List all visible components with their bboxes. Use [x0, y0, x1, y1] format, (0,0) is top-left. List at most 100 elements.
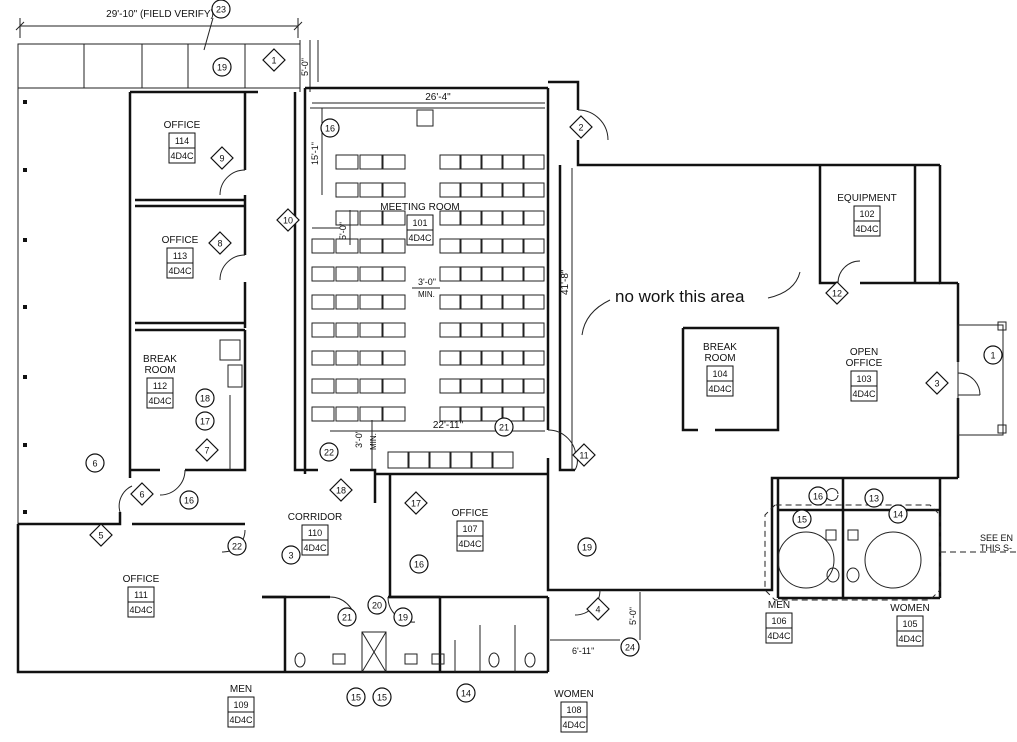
room-name: OFFICE [846, 358, 883, 369]
keynote-circle-shape [393, 607, 413, 627]
seat [359, 378, 383, 394]
keynote-circle-shape [864, 488, 884, 508]
fixtures [219, 339, 922, 673]
keynote-circle: 15 [346, 687, 366, 707]
seat [335, 378, 359, 394]
keynote-circle: 19 [393, 607, 413, 627]
keynote-circle-shape [577, 537, 597, 557]
seat [502, 406, 524, 422]
room-code: 4D4C [898, 634, 922, 644]
seat [311, 322, 335, 338]
dim-meeting-width: 26'-4" [425, 92, 451, 103]
door-tag-label: 17 [411, 499, 421, 509]
door-tag-label: 1 [271, 56, 276, 66]
seat [523, 378, 545, 394]
keynote-circle-shape [320, 118, 340, 138]
room-name: WOMEN [890, 603, 929, 614]
overall-dimension: 29'-10" (FIELD VERIFY) [15, 9, 303, 51]
seat [382, 266, 406, 282]
keynote-circle-shape [337, 607, 357, 627]
keynote-circle-shape [983, 345, 1003, 365]
door-tag-shape [208, 231, 232, 255]
door-tag-diamond: 18 [329, 478, 353, 502]
seat [311, 378, 335, 394]
room-name: EQUIPMENT [837, 193, 896, 204]
room-name: OFFICE [162, 235, 199, 246]
exterior-paving [17, 40, 311, 92]
keynote-circle-label: 6 [92, 459, 97, 469]
see-note-line-2: THIS S- [980, 543, 1012, 553]
keynote-circle-label: 22 [232, 542, 242, 552]
door-tag-diamond: 11 [572, 443, 596, 467]
room-name: CORRIDOR [288, 512, 342, 523]
keynote-circle-label: 16 [325, 124, 335, 134]
seat [439, 322, 461, 338]
seat [335, 266, 359, 282]
seat [382, 322, 406, 338]
room-number: 107 [462, 524, 477, 534]
door-tag-shape [825, 281, 849, 305]
dim-corridor-min: MIN. [369, 433, 378, 450]
seat [335, 182, 359, 198]
door-tag-diamond: 9 [210, 146, 234, 170]
keynote-circle-shape [85, 453, 105, 473]
keynote-circle: 24 [620, 637, 640, 657]
keynote-circle: 21 [494, 417, 514, 437]
seat [481, 406, 503, 422]
door-tag-shape [210, 146, 234, 170]
keynote-circle: 22 [319, 442, 339, 462]
door-tag-label: 18 [336, 486, 346, 496]
seat [359, 266, 383, 282]
note-arrow-right [767, 271, 801, 299]
keynote-circle: 13 [864, 488, 884, 508]
seat [335, 350, 359, 366]
door-tag-diamond: 10 [276, 208, 300, 232]
room-code: 4D4C [458, 539, 482, 549]
keynote-circle-label: 18 [200, 394, 210, 404]
lectern [416, 109, 434, 127]
seat [382, 154, 406, 170]
seat [481, 154, 503, 170]
seat [523, 154, 545, 170]
seat [481, 350, 503, 366]
keynote-circle-shape [372, 687, 392, 707]
seat [335, 210, 359, 226]
seat [439, 154, 461, 170]
room-name: ROOM [704, 353, 735, 364]
door-tag-shape [130, 482, 154, 506]
seat [359, 210, 383, 226]
seat [311, 294, 335, 310]
seat [502, 238, 524, 254]
room-code: 4D4C [170, 151, 194, 161]
keynote-circle-label: 19 [217, 63, 227, 73]
room-name: OFFICE [123, 574, 160, 585]
door-tag-label: 11 [579, 451, 588, 461]
seat [439, 350, 461, 366]
seat [502, 266, 524, 282]
keynote-circle-shape [227, 536, 247, 556]
room-code: 4D4C [562, 720, 586, 730]
keynote-circle-label: 16 [184, 496, 194, 506]
door-tag-shape [276, 208, 300, 232]
east-entry [957, 321, 1007, 436]
seat [502, 350, 524, 366]
seat [502, 154, 524, 170]
room-code: 4D4C [708, 384, 732, 394]
seat [481, 182, 503, 198]
keynote-circle: 6 [85, 453, 105, 473]
keynote-circle-shape [195, 411, 215, 431]
dim-aisle-min: MIN. [418, 290, 435, 299]
no-work-note: no work this area [615, 287, 745, 306]
seat [481, 210, 503, 226]
seat [460, 238, 482, 254]
seat [335, 294, 359, 310]
seat [359, 406, 383, 422]
seat [408, 451, 430, 469]
seat [492, 451, 514, 469]
seat [311, 266, 335, 282]
keynote-circle: 15 [792, 509, 812, 529]
